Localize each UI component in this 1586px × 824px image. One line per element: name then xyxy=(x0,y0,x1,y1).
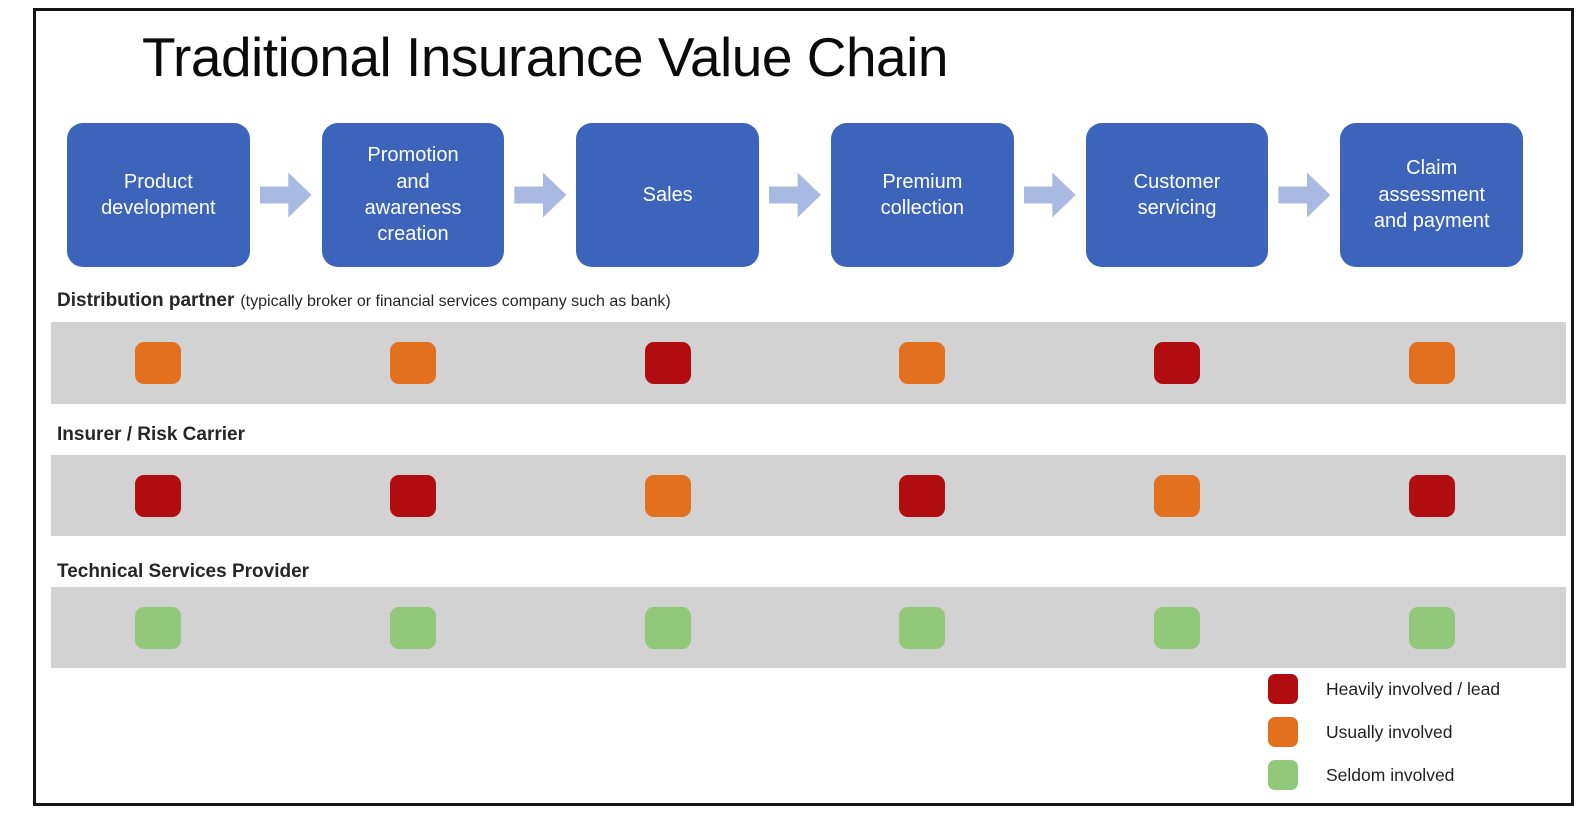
involvement-square-usually xyxy=(899,342,946,384)
arrow-right-icon xyxy=(259,172,312,218)
involvement-band-technical-services-provider xyxy=(51,587,1566,668)
involvement-band-distribution-partner xyxy=(51,322,1566,404)
involvement-square-heavily xyxy=(135,474,182,517)
row-label-note: (typically broker or financial services … xyxy=(240,293,671,310)
involvement-square-heavily xyxy=(1154,342,1201,384)
involvement-square-heavily xyxy=(1408,474,1455,517)
involvement-square-seldom xyxy=(899,606,946,649)
row-label-insurer-risk-carrier: Insurer / Risk Carrier xyxy=(57,424,245,446)
stage-box-claim-assessment: Claim assessment and payment xyxy=(1340,123,1524,267)
legend: Heavily involved / lead Usually involved… xyxy=(1268,674,1500,803)
involvement-square-seldom xyxy=(1154,606,1201,649)
legend-item-seldom: Seldom involved xyxy=(1268,760,1500,790)
involvement-square-seldom xyxy=(1408,606,1455,649)
involvement-band-insurer-risk-carrier xyxy=(51,455,1566,536)
arrow-right-icon xyxy=(514,172,567,218)
row-label-name: Insurer / Risk Carrier xyxy=(57,424,245,445)
value-chain-row: Product development Promotion and awaren… xyxy=(67,123,1524,267)
row-label-name: Distribution partner xyxy=(57,290,235,311)
involvement-square-usually xyxy=(390,342,436,384)
diagram-title: Traditional Insurance Value Chain xyxy=(142,26,948,88)
involvement-square-usually xyxy=(135,342,182,384)
stage-box-premium-collection: Premium collection xyxy=(831,123,1014,267)
row-label-technical-services-provider: Technical Services Provider xyxy=(57,561,309,583)
stage-box-customer-servicing: Customer servicing xyxy=(1085,123,1269,267)
stage-box-sales: Sales xyxy=(576,123,760,267)
involvement-square-heavily xyxy=(899,474,946,517)
involvement-square-heavily xyxy=(390,474,436,517)
involvement-square-seldom xyxy=(135,606,182,649)
involvement-square-usually xyxy=(1408,342,1455,384)
legend-item-heavily: Heavily involved / lead xyxy=(1268,674,1500,704)
row-label-name: Technical Services Provider xyxy=(57,561,310,582)
legend-label: Heavily involved / lead xyxy=(1326,678,1501,699)
legend-label: Seldom involved xyxy=(1326,764,1455,785)
involvement-square-heavily xyxy=(644,342,691,384)
involvement-square-seldom xyxy=(390,606,436,649)
legend-swatch-seldom-icon xyxy=(1268,760,1298,790)
slide-frame: Traditional Insurance Value Chain Produc… xyxy=(33,8,1574,806)
legend-label: Usually involved xyxy=(1326,721,1453,742)
arrow-right-icon xyxy=(1278,172,1331,218)
involvement-square-usually xyxy=(644,474,691,517)
stage-box-product-development: Product development xyxy=(67,123,250,267)
legend-item-usually: Usually involved xyxy=(1268,717,1500,747)
involvement-square-seldom xyxy=(644,606,691,649)
legend-swatch-usually-icon xyxy=(1268,717,1298,747)
row-label-distribution-partner: Distribution partner (typically broker or… xyxy=(57,290,671,312)
involvement-square-usually xyxy=(1154,474,1201,517)
legend-swatch-heavily-icon xyxy=(1268,674,1298,704)
arrow-right-icon xyxy=(1023,172,1076,218)
stage-box-promotion-awareness: Promotion and awareness creation xyxy=(321,123,505,267)
arrow-right-icon xyxy=(769,172,822,218)
